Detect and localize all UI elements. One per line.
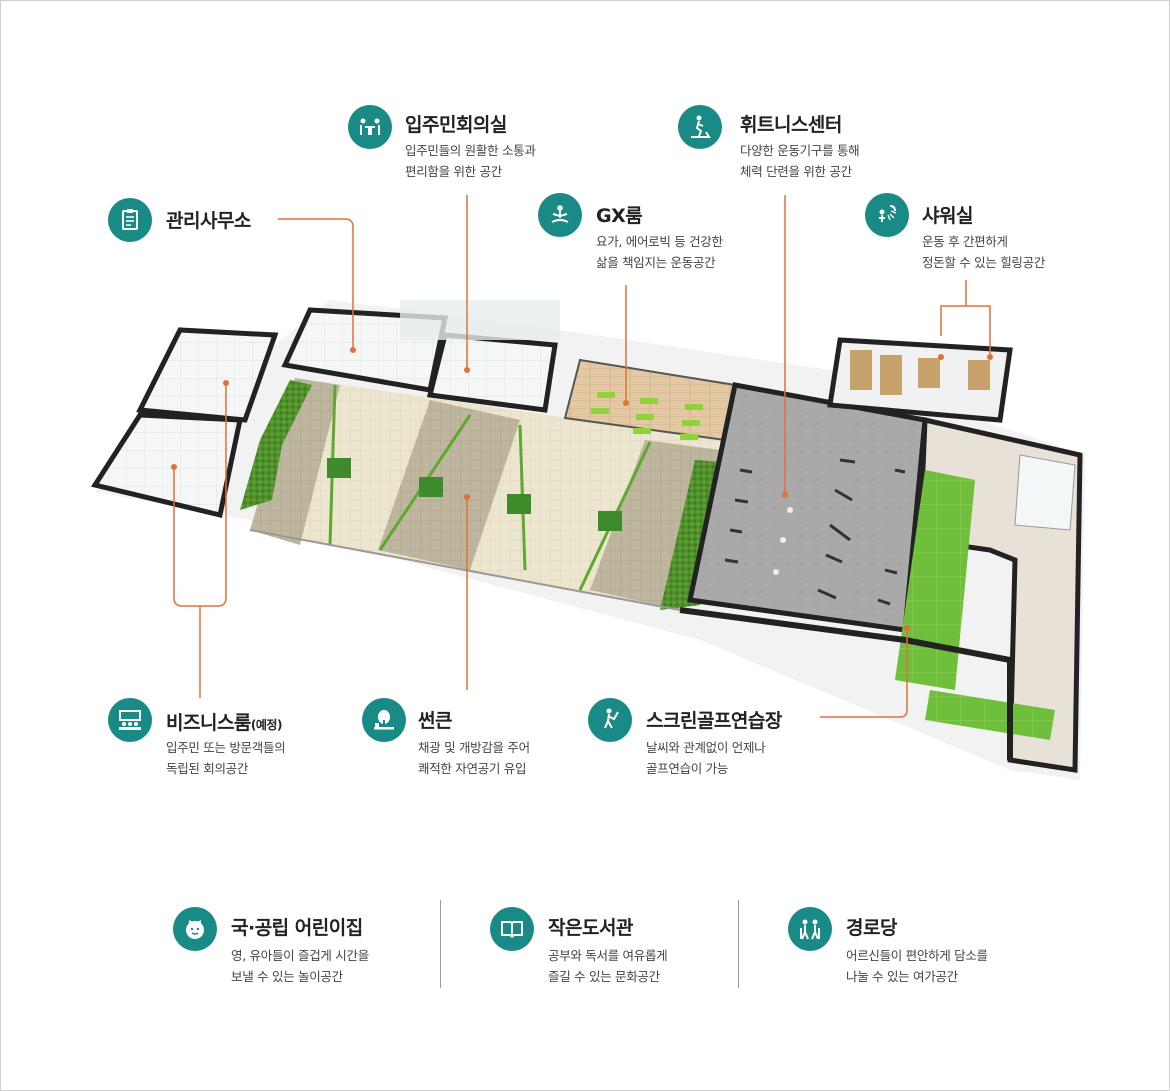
fitness-title: 휘트니스센터 (740, 114, 842, 136)
senior-center-desc-1: 어르신들이 편안하게 담소를 (846, 948, 988, 963)
daycare-title: 국·공립 어린이집 (231, 917, 363, 939)
shower-desc-2: 정돈할 수 있는 힐링공간 (922, 255, 1046, 270)
book-icon (490, 907, 534, 951)
shower-desc-1: 운동 후 간편하게 (922, 234, 1008, 249)
senior-center-desc-2: 나눌 수 있는 여가공간 (846, 969, 958, 984)
meeting-desc-1: 입주민들의 원활한 소통과 (405, 143, 536, 158)
golf-desc-2: 골프연습이 가능 (646, 761, 729, 776)
sunken-desc-2: 쾌적한 자연공기 유입 (418, 761, 527, 776)
library-title: 작은도서관 (548, 917, 633, 939)
fitness-desc-2: 체력 단련을 위한 공간 (740, 164, 852, 179)
business-desc-2: 독립된 회의공간 (166, 761, 249, 776)
clipboard-icon (108, 198, 152, 242)
gx-desc-1: 요가, 에어로빅 등 건강한 (596, 234, 723, 249)
gx-desc-2: 삶을 책임지는 운동공간 (596, 255, 716, 270)
management-title: 관리사무소 (166, 210, 251, 232)
child-face-icon (173, 907, 217, 951)
conference-icon (108, 698, 152, 742)
daycare-desc-2: 보낼 수 있는 놀이공간 (231, 969, 343, 984)
golf-desc-1: 날씨와 관계없이 언제나 (646, 740, 766, 755)
senior-center-title: 경로당 (846, 917, 897, 939)
sunken-title: 썬큰 (418, 710, 452, 732)
meeting-title: 입주민회의실 (405, 114, 507, 136)
divider (440, 900, 441, 988)
meeting-desc-2: 편리함을 위한 공간 (405, 164, 502, 179)
library-desc-1: 공부와 독서를 여유롭게 (548, 948, 668, 963)
shower-icon (865, 193, 909, 237)
golf-title: 스크린골프연습장 (646, 710, 782, 732)
daycare-desc-1: 영, 유아들이 즐겁게 시간을 (231, 948, 369, 963)
treadmill-icon (678, 105, 722, 149)
divider (738, 900, 739, 988)
tree-icon (362, 698, 406, 742)
elderly-couple-icon (788, 907, 832, 951)
yoga-icon (538, 193, 582, 237)
business-desc-1: 입주민 또는 방문객들의 (166, 740, 286, 755)
business-title-note: (예정) (250, 718, 283, 732)
fitness-desc-1: 다양한 운동기구를 통해 (740, 143, 860, 158)
shower-title: 샤워실 (922, 205, 973, 227)
gx-title: GX룸 (596, 205, 643, 227)
sunken-desc-1: 채광 및 개방감을 주어 (418, 740, 530, 755)
library-desc-2: 즐길 수 있는 문화공간 (548, 969, 660, 984)
business-title: 비즈니스룸(예정) (166, 708, 282, 735)
business-title-text: 비즈니스룸 (166, 712, 251, 734)
golfer-icon (588, 698, 632, 742)
meeting-table-icon (348, 105, 392, 149)
